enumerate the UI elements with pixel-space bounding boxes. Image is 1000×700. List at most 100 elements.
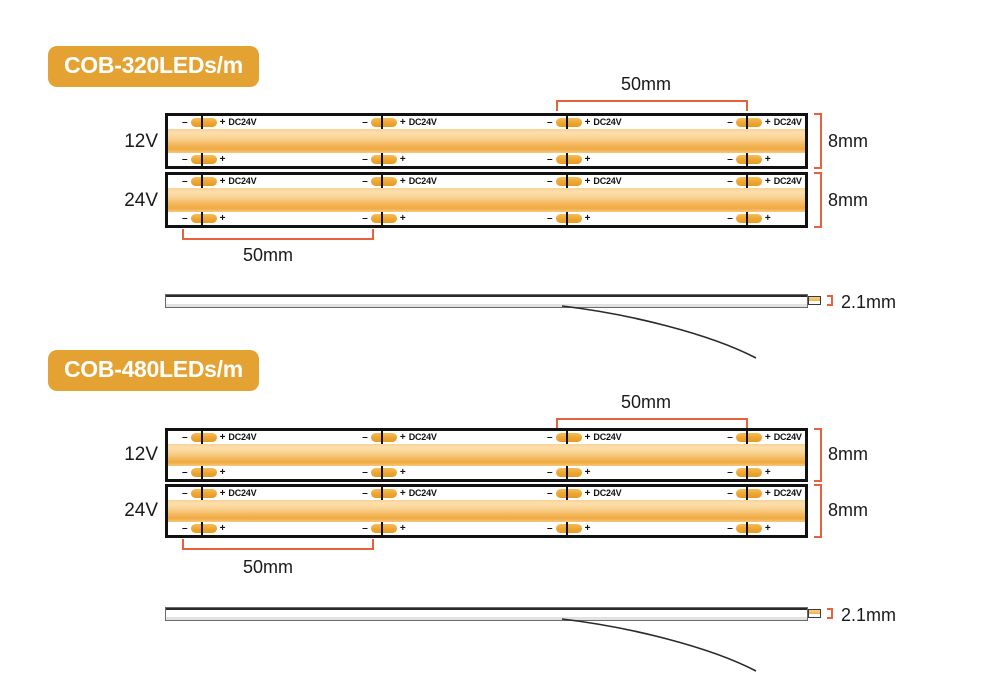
cut-mark-tick [746, 212, 749, 225]
profile-swatch-320 [808, 296, 821, 305]
solder-pad [555, 177, 582, 186]
solder-pad-group-top: –+DC24V [547, 431, 622, 443]
solder-pad-group-bottom: –+ [362, 213, 406, 224]
cut-mark-tick [566, 212, 568, 225]
solder-pad-group-bottom: –+ [362, 153, 406, 165]
height-bracket-8mm-480-12v [814, 428, 822, 482]
dimension-label-8mm-320-24v: 8mm [828, 190, 868, 210]
dc-voltage-label: DC24V [593, 488, 622, 498]
solder-pad [735, 433, 762, 442]
solder-pad [735, 489, 762, 498]
height-bracket-8mm-320-24v [814, 172, 822, 228]
solder-pad-group-bottom: –+ [362, 467, 406, 478]
positive-terminal-symbol: + [584, 153, 591, 165]
cut-mark-tick [746, 487, 749, 500]
solder-pad [190, 214, 217, 223]
led-strip-320-12v: –+DC24V–+DC24V–+DC24V–+DC24V –+–+–+–+ [165, 113, 808, 169]
positive-terminal-symbol: + [764, 431, 771, 443]
solder-pad-group-top: –+DC24V [727, 431, 802, 443]
solder-pad [190, 155, 217, 164]
positive-terminal-symbol: + [219, 487, 226, 499]
section-title-badge-cob-320: COB-320LEDs/m [48, 46, 259, 87]
dimension-bracket-50mm-bottom-480 [182, 539, 374, 550]
dc-voltage-label: DC24V [228, 488, 257, 498]
solder-pad-group-top: –+DC24V [362, 487, 437, 499]
negative-terminal-symbol: – [547, 175, 553, 187]
cut-mark-tick [381, 431, 384, 444]
negative-terminal-symbol: – [182, 431, 188, 443]
positive-terminal-symbol: + [399, 431, 406, 443]
solder-pad [555, 524, 582, 533]
solder-pad-group-top: –+DC24V [182, 176, 257, 187]
negative-terminal-symbol: – [362, 153, 368, 165]
solder-pad [370, 155, 397, 164]
solder-pad-group-bottom: –+ [727, 153, 771, 165]
dimension-label-50mm-bottom-480: 50mm [243, 557, 294, 577]
cut-mark-tick [201, 431, 203, 444]
cob-phosphor-band [168, 129, 805, 153]
pad-row-bottom: –+–+–+–+ [168, 466, 805, 479]
pad-row-top: –+DC24V–+DC24V–+DC24V–+DC24V [168, 116, 805, 129]
negative-terminal-symbol: – [182, 153, 188, 165]
negative-terminal-symbol: – [727, 466, 733, 478]
negative-terminal-symbol: – [362, 431, 368, 443]
solder-pad-group-bottom: –+ [182, 466, 226, 478]
height-bracket-8mm-320-12v [814, 113, 822, 169]
cut-mark-tick [381, 466, 384, 479]
solder-pad [555, 468, 582, 477]
negative-terminal-symbol: – [547, 153, 553, 165]
cut-mark-tick [381, 522, 384, 535]
negative-terminal-symbol: – [362, 116, 368, 128]
solder-pad-group-top: –+DC24V [727, 175, 802, 187]
solder-pad [370, 177, 397, 186]
negative-terminal-symbol: – [362, 487, 368, 499]
pad-row-bottom: –+–+–+–+ [168, 153, 805, 166]
solder-pad-group-top: –+DC24V [547, 487, 622, 499]
cut-mark-tick [746, 175, 749, 188]
solder-pad [735, 214, 762, 223]
cut-mark-tick [201, 153, 203, 166]
negative-terminal-symbol: – [727, 175, 733, 187]
positive-terminal-symbol: + [399, 522, 406, 534]
dc-voltage-label: DC24V [773, 117, 802, 127]
positive-terminal-symbol: + [764, 116, 771, 128]
solder-pad-group-bottom: –+ [182, 213, 225, 224]
solder-pad-group-bottom: –+ [182, 153, 225, 165]
profile-pcb-base [166, 304, 807, 307]
cut-mark-tick [381, 153, 384, 166]
cut-mark-tick [201, 175, 203, 188]
solder-pad [370, 468, 397, 477]
cut-mark-tick [566, 175, 568, 188]
pad-row-bottom: –+–+–+–+ [168, 212, 805, 225]
solder-pad [190, 118, 217, 127]
negative-terminal-symbol: – [362, 522, 368, 534]
positive-terminal-symbol: + [764, 487, 771, 499]
positive-terminal-symbol: + [764, 153, 771, 165]
cob-phosphor-band [168, 444, 805, 466]
dimension-bracket-50mm-top-480 [556, 418, 748, 429]
negative-terminal-symbol: – [547, 212, 553, 224]
positive-terminal-symbol: + [584, 487, 591, 499]
positive-terminal-symbol: + [219, 466, 226, 478]
dimension-bracket-50mm-bottom-320 [182, 229, 374, 240]
cut-mark-tick [746, 522, 749, 535]
dc-voltage-label: DC24V [593, 117, 622, 127]
dimension-label-8mm-480-12v: 8mm [828, 444, 868, 464]
dimension-bracket-50mm-top-320 [556, 100, 748, 111]
positive-terminal-symbol: + [584, 116, 591, 128]
cut-mark-tick [381, 175, 384, 188]
negative-terminal-symbol: – [182, 116, 188, 128]
voltage-label-24v-320: 24V [124, 190, 158, 211]
positive-terminal-symbol: + [219, 522, 226, 534]
solder-pad [735, 524, 762, 533]
positive-terminal-symbol: + [584, 431, 591, 443]
solder-pad-group-top: –+DC24V [727, 487, 802, 499]
solder-pad-group-top: –+DC24V [362, 116, 437, 128]
positive-terminal-symbol: + [764, 466, 771, 478]
solder-pad [190, 489, 217, 498]
voltage-label-12v-320: 12V [124, 131, 158, 152]
dc-voltage-label: DC24V [773, 176, 802, 186]
negative-terminal-symbol: – [547, 522, 553, 534]
solder-pad [555, 214, 582, 223]
